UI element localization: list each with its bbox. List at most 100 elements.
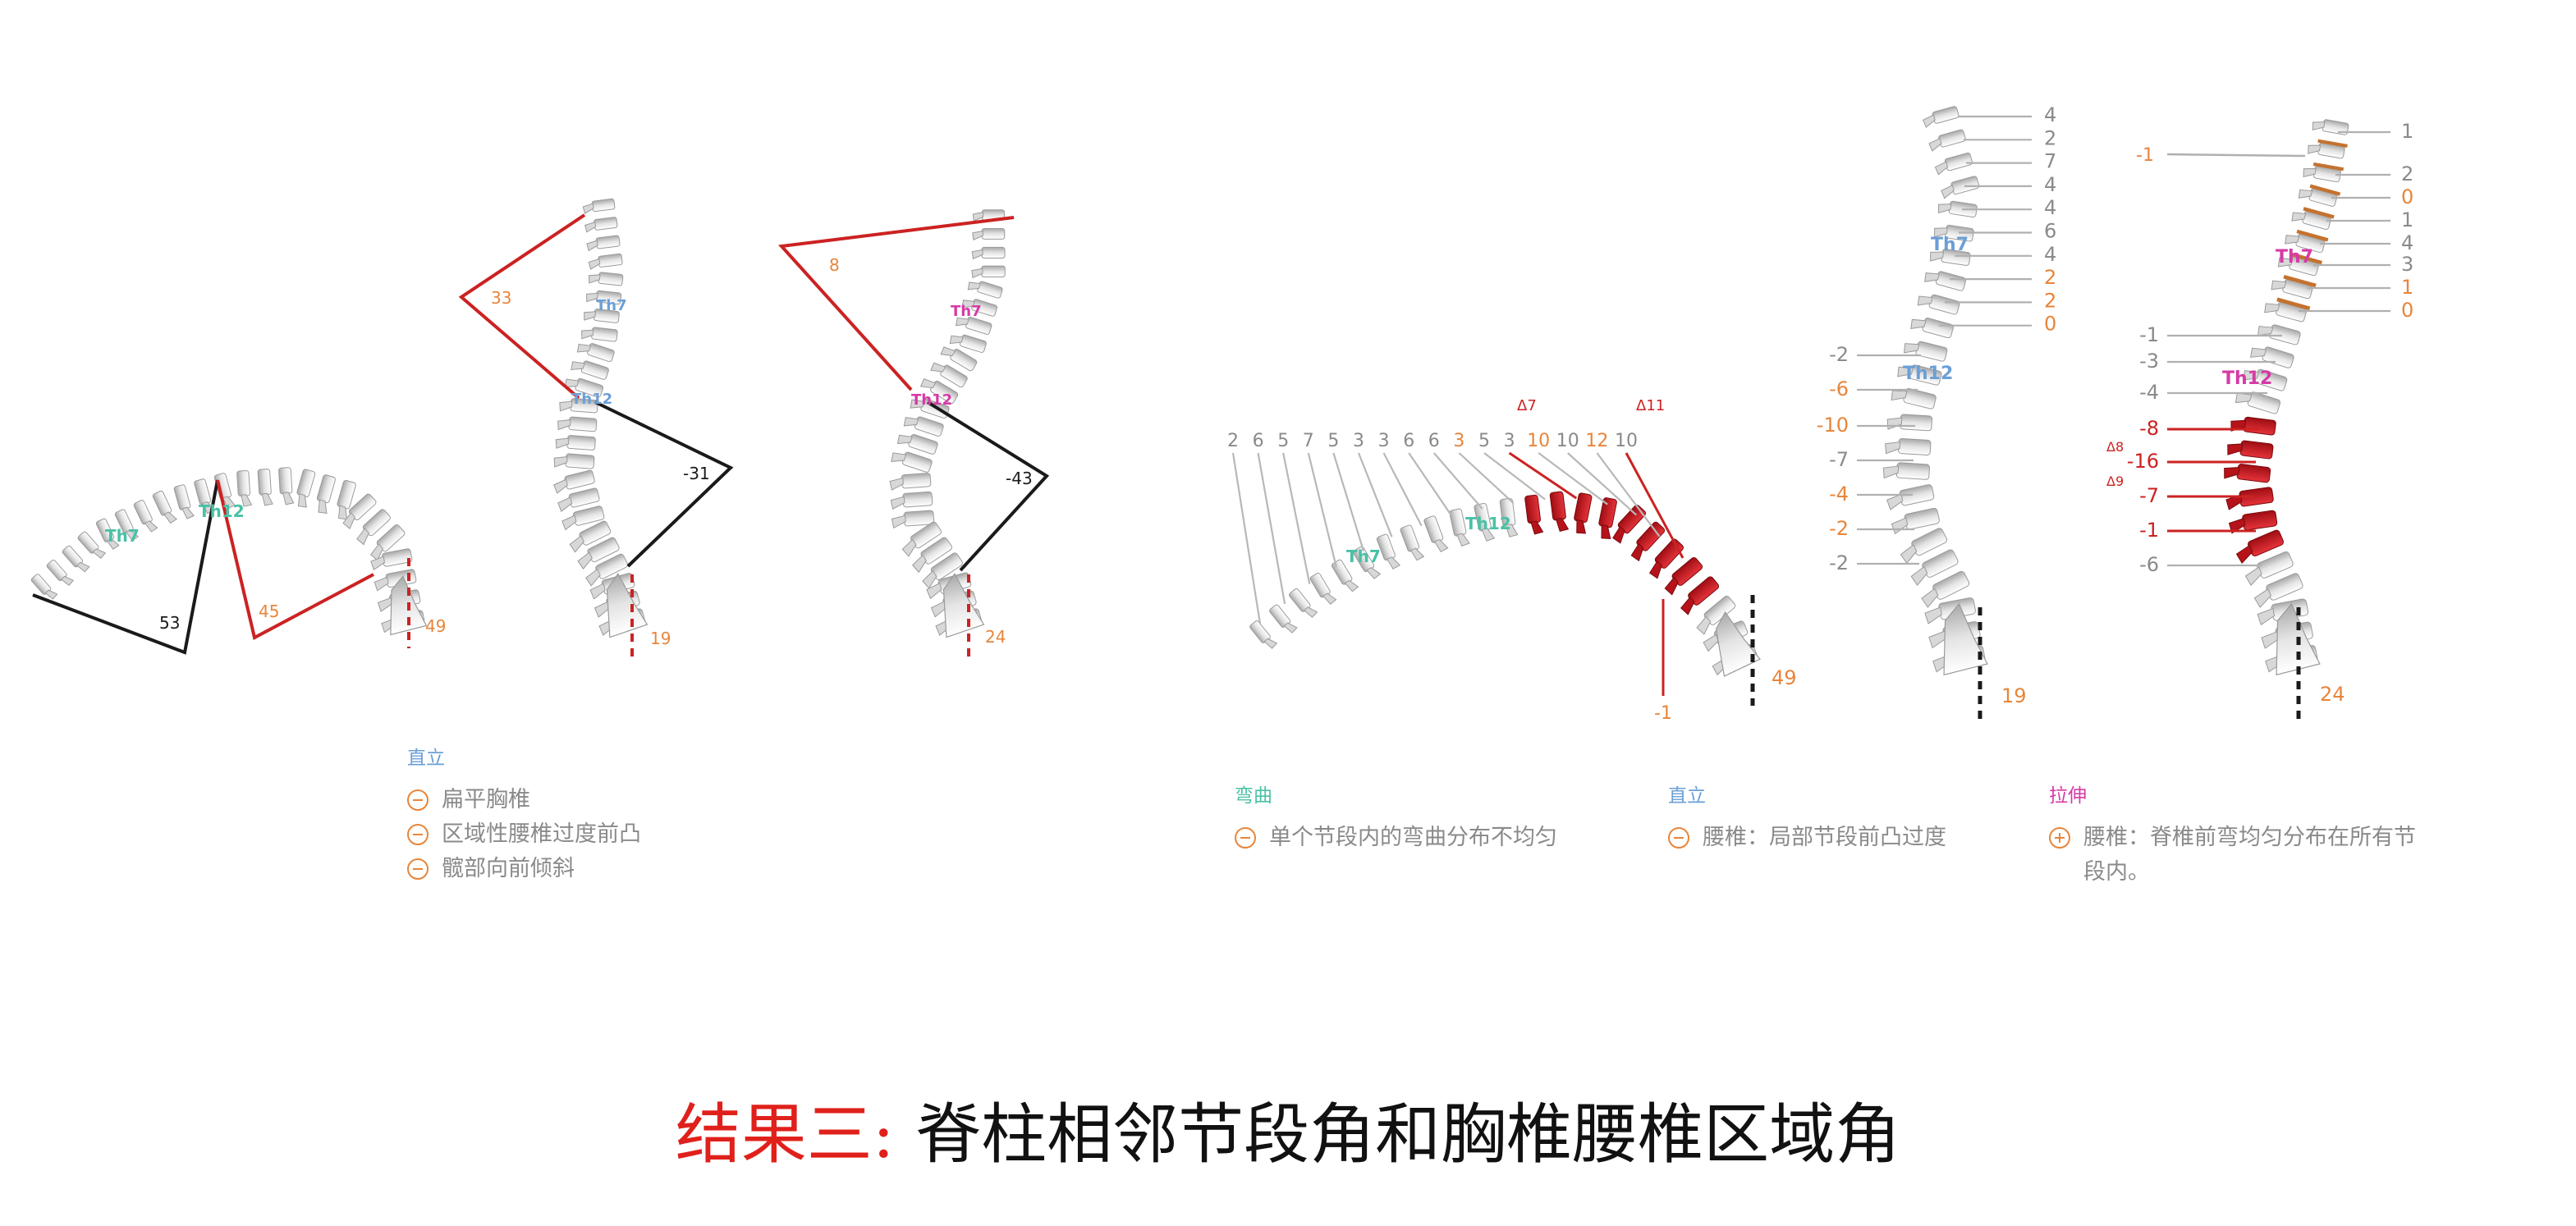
vertebra bbox=[1921, 570, 1970, 608]
leader-line bbox=[1432, 452, 1483, 510]
segment-value: 4 bbox=[2044, 243, 2056, 266]
leader-line bbox=[1382, 452, 1423, 527]
leader-line bbox=[1567, 452, 1638, 516]
legend-flexed-right: 弯曲 单个节段内的弯曲分布不均匀 bbox=[1235, 780, 1629, 855]
segment-value: -4 bbox=[2139, 381, 2159, 404]
spine-upright-right bbox=[1882, 106, 1988, 676]
legend-text: 腰椎：脊椎前弯均匀分布在所有节段内。 bbox=[2083, 825, 2416, 885]
vertebra bbox=[30, 574, 58, 600]
angle-thoracic-lines bbox=[458, 213, 586, 400]
segment-value: 1 bbox=[2401, 276, 2413, 299]
vertebra bbox=[1598, 497, 1617, 539]
segment-value: -2 bbox=[1829, 551, 1849, 574]
vertebra bbox=[2235, 529, 2284, 564]
vertebra bbox=[257, 469, 273, 506]
minus-circle-icon bbox=[1668, 827, 1689, 849]
legend-text: 扁平胸椎 bbox=[442, 787, 530, 812]
vertebra bbox=[2264, 297, 2311, 323]
vertebra bbox=[316, 474, 336, 515]
angle-thoracic-lines bbox=[32, 479, 219, 655]
vertebra bbox=[2285, 229, 2329, 254]
vertebra bbox=[972, 209, 1005, 222]
vertebra bbox=[903, 416, 944, 437]
segment-value: -8 bbox=[2139, 417, 2159, 440]
label-th7: Th7 bbox=[1346, 547, 1381, 566]
legend-item: 髋部向前倾斜 bbox=[407, 852, 768, 886]
vertebra bbox=[173, 484, 195, 519]
leader-line bbox=[1596, 452, 1661, 538]
leader-line bbox=[1357, 452, 1393, 538]
label-th12: Th12 bbox=[2222, 368, 2272, 389]
vertebra bbox=[236, 469, 253, 507]
vertebra bbox=[1934, 152, 1973, 176]
plus-circle-icon bbox=[2049, 827, 2070, 849]
segment-value: 7 bbox=[1303, 431, 1314, 451]
vertebra bbox=[1309, 572, 1337, 605]
vertebra bbox=[553, 469, 595, 494]
segment-value: 5 bbox=[1277, 431, 1289, 451]
spine-extended-right bbox=[2224, 119, 2349, 676]
vertebra bbox=[296, 469, 316, 508]
title-prefix: 结果三: bbox=[675, 1096, 895, 1173]
vertebra bbox=[949, 334, 987, 353]
spine-flexed-left bbox=[30, 467, 428, 636]
delta-label: Δ11 bbox=[1636, 397, 1665, 414]
angle-thoracic-value: 33 bbox=[491, 288, 511, 308]
segment-value: 2 bbox=[1227, 431, 1239, 451]
vertebra bbox=[2244, 551, 2294, 586]
figure-upright-left: Th7 Th12 33 -31 19 bbox=[458, 198, 734, 661]
mid-segment-values: -1-3-4 bbox=[2139, 323, 2282, 404]
label-th12: Th12 bbox=[1465, 514, 1511, 533]
legend-item: 腰椎：局部节段前凸过度 bbox=[1668, 821, 2029, 855]
segment-value: -2 bbox=[1829, 343, 1849, 366]
vertebra bbox=[569, 520, 612, 553]
angle-lumbar-lines bbox=[216, 479, 374, 640]
vertebra bbox=[1474, 502, 1496, 542]
vertebra bbox=[62, 545, 90, 573]
segment-value: -2 bbox=[1829, 517, 1849, 540]
vertebra bbox=[971, 265, 1006, 279]
vertebra bbox=[95, 518, 120, 550]
angle-lumbar-lines bbox=[926, 400, 1050, 572]
angle-pelvic-value: 19 bbox=[650, 629, 671, 648]
leader-line bbox=[1458, 452, 1515, 505]
segment-value: 7 bbox=[2044, 150, 2056, 173]
vertebra bbox=[2257, 324, 2301, 345]
legend-text: 髋部向前倾斜 bbox=[442, 856, 575, 881]
legend-heading: 弯曲 bbox=[1235, 785, 1272, 807]
leader-line bbox=[1307, 452, 1337, 568]
vertebra bbox=[911, 537, 952, 574]
vertebra bbox=[956, 316, 992, 335]
legend-item: 区域性腰椎过度前凸 bbox=[407, 817, 768, 852]
legend-text: 区域性腰椎过度前凸 bbox=[442, 821, 641, 847]
vertebra bbox=[1423, 515, 1449, 552]
segment-value: 1 bbox=[2401, 208, 2413, 231]
segment-value: 4 bbox=[2044, 103, 2056, 126]
vertebra bbox=[586, 290, 622, 305]
vertebra bbox=[1886, 484, 1935, 510]
vertebra bbox=[2312, 119, 2349, 135]
label-th12: Th12 bbox=[911, 391, 952, 409]
segment-value: 3 bbox=[1453, 431, 1464, 451]
vertebra bbox=[2242, 368, 2288, 391]
segment-value: 5 bbox=[1327, 431, 1339, 451]
segment-value: 3 bbox=[1504, 431, 1515, 451]
vertebra bbox=[1910, 318, 1954, 339]
vertebra bbox=[1930, 249, 1971, 266]
vertebra bbox=[589, 272, 624, 286]
segment-value: 2 bbox=[2044, 126, 2056, 149]
vertebra bbox=[576, 343, 615, 363]
legend-item: 腰椎：脊椎前弯均匀分布在所有节段内。 bbox=[2049, 821, 2435, 890]
vertebra bbox=[586, 235, 621, 252]
leader-line bbox=[1538, 452, 1608, 505]
vertebra bbox=[967, 281, 1003, 299]
label-th7: Th7 bbox=[2276, 247, 2313, 268]
sacrum bbox=[1715, 611, 1761, 677]
vertebra bbox=[584, 553, 629, 587]
segment-value: -10 bbox=[1817, 414, 1849, 437]
legend-item: 单个节段内的弯曲分布不均匀 bbox=[1235, 821, 1629, 855]
segment-value: -16 bbox=[2127, 450, 2159, 473]
vertebra bbox=[1696, 595, 1736, 635]
